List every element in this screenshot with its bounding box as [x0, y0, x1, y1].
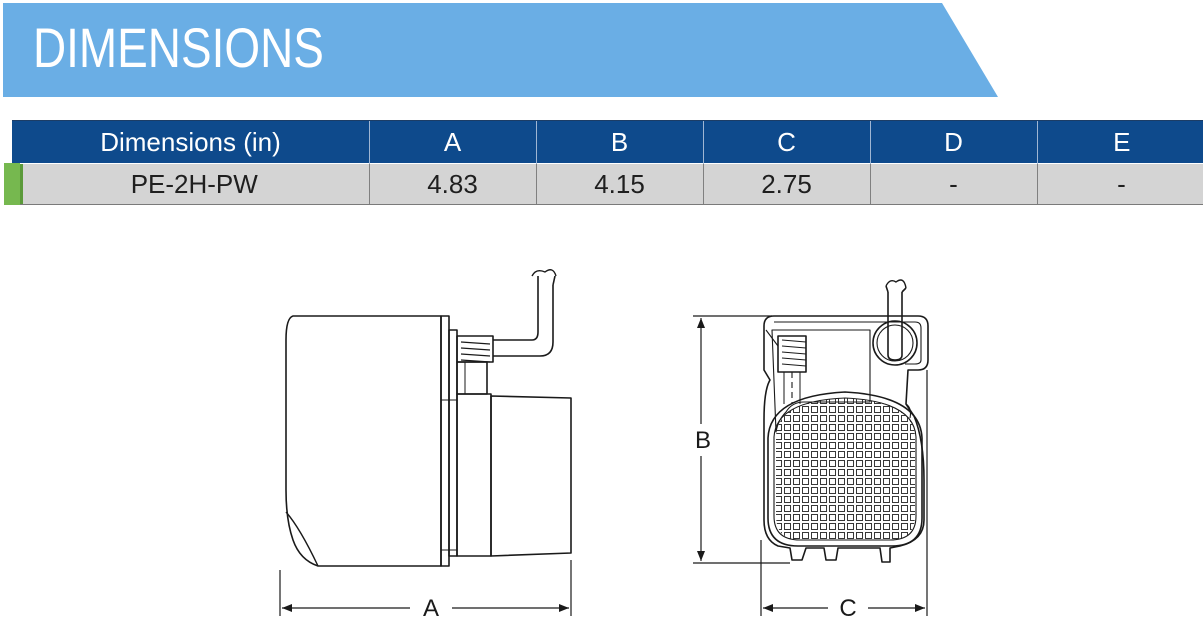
column-header-b: B	[535, 120, 703, 164]
table-row: PE-2H-PW 4.83 4.15 2.75 - -	[4, 163, 1203, 205]
section-title: DIMENSIONS	[33, 16, 324, 79]
dimension-c	[760, 370, 928, 616]
column-header-e: E	[1036, 120, 1203, 164]
section-banner	[3, 3, 998, 97]
side-view	[285, 269, 572, 567]
motor-housing	[285, 315, 442, 567]
intake-screen-grid	[776, 398, 915, 540]
dimension-a-cell: 4.83	[368, 163, 536, 205]
dimension-e-cell: -	[1036, 163, 1203, 205]
outlet-ring	[872, 320, 918, 366]
threaded-fitting	[781, 339, 807, 367]
model-cell: PE-2H-PW	[4, 163, 369, 205]
dimension-d-cell: -	[869, 163, 1037, 205]
dimension-b	[693, 315, 790, 564]
column-header-c: C	[702, 120, 870, 164]
dimension-a	[279, 560, 572, 616]
dimension-c-cell: 2.75	[702, 163, 870, 205]
threaded-outlet	[460, 341, 491, 363]
column-header-dimensions: Dimensions (in)	[11, 120, 369, 164]
dimension-c-label: C	[839, 595, 856, 620]
pump-volute	[456, 393, 492, 557]
dimension-a-label: A	[423, 595, 439, 620]
dimensions-table: Dimensions (in) A B C D E PE-2H-PW 4.83 …	[4, 120, 1203, 205]
column-header-d: D	[869, 120, 1037, 164]
discharge-tube	[493, 285, 554, 357]
discharge-tube-front	[887, 292, 903, 361]
table-header-row: Dimensions (in) A B C D E	[11, 120, 1203, 164]
column-header-a: A	[368, 120, 536, 164]
intake-screen-outline	[767, 391, 923, 547]
dimension-b-label: B	[695, 427, 711, 454]
dimension-b-cell: 4.15	[535, 163, 703, 205]
